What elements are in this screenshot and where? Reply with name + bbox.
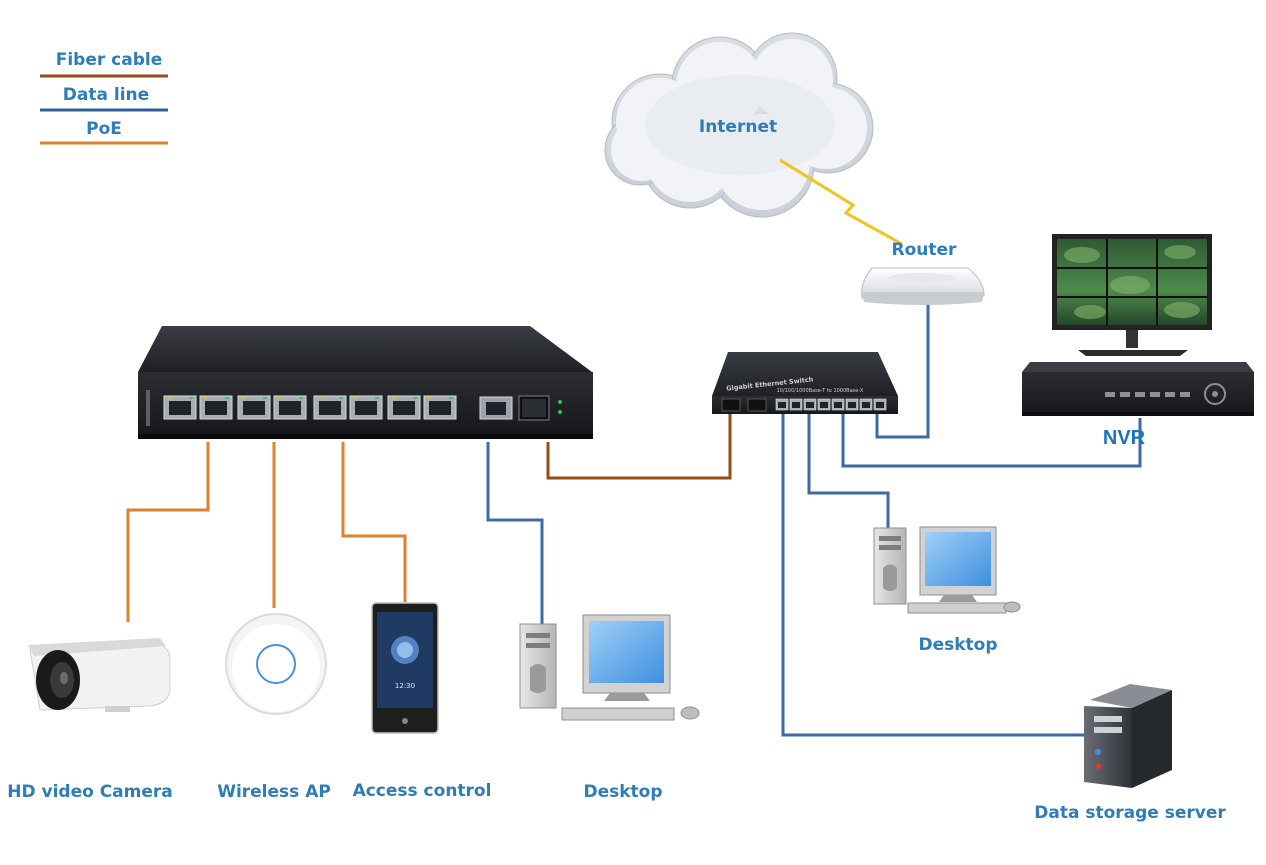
fiber-switch-port bbox=[803, 398, 817, 411]
data-line-desktop-left bbox=[486, 442, 544, 625]
desktop-right-screen bbox=[925, 532, 991, 586]
poe-port bbox=[387, 395, 421, 420]
legend-fiber-label: Fiber cable bbox=[56, 50, 163, 70]
nvr-label: NVR bbox=[1103, 427, 1146, 449]
poe-port bbox=[199, 395, 233, 420]
access-control-device: 12:30 bbox=[371, 602, 439, 734]
storage-label: Data storage server bbox=[1034, 803, 1226, 823]
legend-fiber-cable: Fiber cable bbox=[40, 50, 168, 78]
fiber-switch-port bbox=[789, 398, 803, 411]
desktop-left-mouse bbox=[680, 706, 700, 720]
internet-cloud: Internet bbox=[604, 32, 874, 218]
access-control-label: Access control bbox=[353, 781, 492, 801]
status-led bbox=[558, 410, 562, 414]
storage-server: Data storage server bbox=[1034, 684, 1226, 823]
data-line-storage bbox=[781, 414, 1085, 737]
legend: Fiber cable Data line PoE bbox=[40, 50, 168, 145]
poe-switch-top bbox=[138, 326, 592, 372]
poe-line-camera bbox=[126, 442, 210, 622]
lightning-bolt bbox=[779, 158, 903, 246]
nvr-control-dial bbox=[1204, 383, 1226, 405]
monitor-neck bbox=[1126, 330, 1138, 348]
fiber-switch-port bbox=[845, 398, 859, 411]
desktop-left bbox=[519, 614, 700, 721]
server-top bbox=[1090, 684, 1172, 708]
router-body bbox=[861, 267, 985, 299]
camera-mount bbox=[105, 706, 130, 712]
desktop-right-label: Desktop bbox=[918, 635, 997, 655]
router-label: Router bbox=[892, 240, 958, 260]
server-led bbox=[1095, 749, 1101, 755]
access-control-time: 12:30 bbox=[395, 682, 415, 690]
fiber-sfp-port-2 bbox=[747, 398, 767, 412]
poe-switch bbox=[138, 326, 593, 439]
fiber-switch-ports bbox=[775, 398, 887, 411]
camera-label: HD video Camera bbox=[7, 782, 173, 802]
fiber-switch-port bbox=[873, 398, 887, 411]
fiber-switch-port bbox=[859, 398, 873, 411]
data-line-nvr bbox=[841, 414, 1142, 468]
power-led bbox=[558, 400, 562, 404]
connections bbox=[126, 302, 1142, 737]
fiber-switch-port bbox=[817, 398, 831, 411]
poe-port bbox=[237, 395, 271, 420]
poe-port bbox=[163, 395, 197, 420]
poe-port bbox=[349, 395, 383, 420]
poe-port bbox=[313, 395, 347, 420]
server-side bbox=[1132, 690, 1172, 788]
desktop-right: Desktop bbox=[873, 526, 1021, 655]
fiber-switch-port bbox=[831, 398, 845, 411]
fiber-sfp-port-1 bbox=[721, 398, 741, 412]
internet-label: Internet bbox=[699, 117, 777, 137]
ap-led-ring bbox=[256, 644, 296, 684]
wireless-ap bbox=[225, 613, 327, 715]
poe-line-access-control bbox=[341, 442, 407, 602]
router-top-detail bbox=[888, 273, 956, 283]
desktop-right-keyboard bbox=[907, 602, 1007, 614]
wireless-ap-label: Wireless AP bbox=[217, 782, 331, 802]
legend-poe: PoE bbox=[40, 119, 168, 145]
poe-port bbox=[423, 395, 457, 420]
data-line-desktop-right bbox=[807, 414, 890, 528]
desktop-left-screen bbox=[589, 621, 664, 683]
data-line-router bbox=[875, 302, 930, 439]
desktop-left-keyboard bbox=[561, 707, 675, 721]
monitor-stand bbox=[1078, 350, 1188, 356]
desktop-right-mouse bbox=[1003, 601, 1021, 613]
fiber-switch-top bbox=[712, 352, 898, 396]
poe-port bbox=[273, 395, 307, 420]
legend-data-label: Data line bbox=[63, 85, 149, 105]
poe-switch-ports bbox=[163, 395, 457, 420]
fiber-switch-port bbox=[775, 398, 789, 411]
nvr-monitor bbox=[1052, 234, 1212, 356]
legend-poe-label: PoE bbox=[86, 119, 122, 139]
fiber-line-switch-link bbox=[546, 412, 732, 480]
fiber-switch: Gigabit Ethernet Switch 10/100/1000Base-… bbox=[712, 352, 898, 414]
hd-camera bbox=[28, 638, 171, 712]
desktop-left-label: Desktop bbox=[583, 782, 662, 802]
router: Router bbox=[861, 240, 985, 305]
nvr-box: NVR bbox=[1022, 362, 1254, 449]
legend-data-line: Data line bbox=[40, 85, 168, 112]
router-base bbox=[862, 292, 984, 305]
fiber-switch-spec: 10/100/1000Base-T to 1000Base-X bbox=[777, 388, 864, 394]
